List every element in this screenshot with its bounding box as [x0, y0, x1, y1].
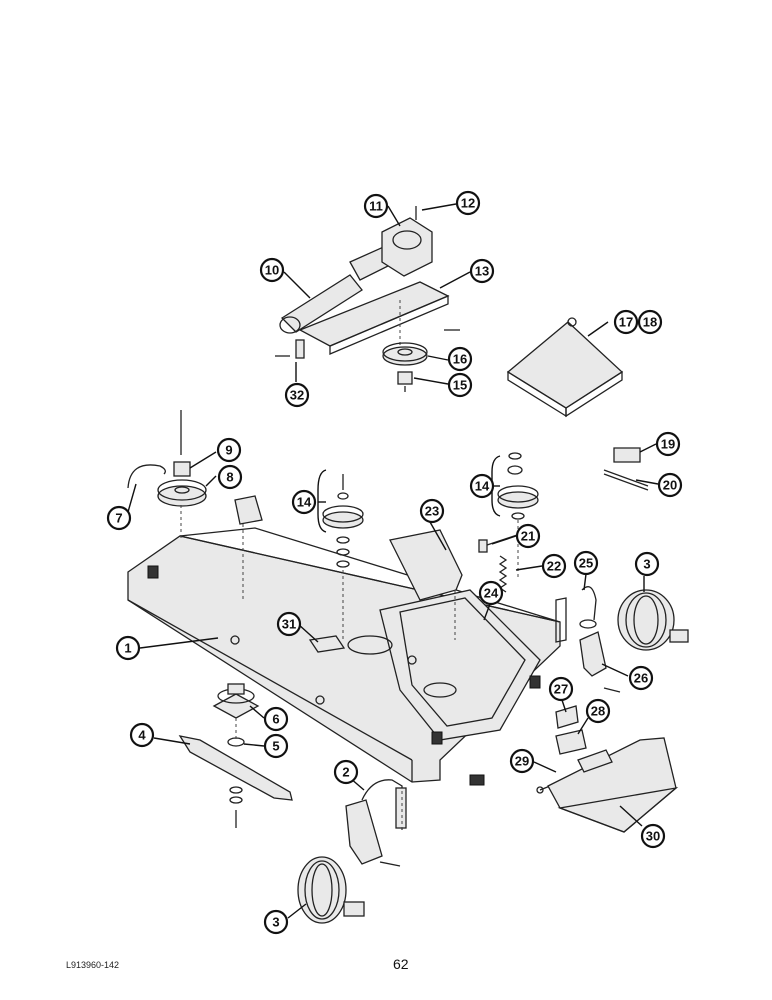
callout-29: 29: [509, 748, 535, 774]
svg-text:14: 14: [475, 479, 490, 494]
svg-text:17: 17: [619, 315, 633, 330]
callout-28: 28: [585, 698, 611, 724]
bracket-plate-31: [308, 635, 346, 653]
svg-text:18: 18: [643, 315, 657, 330]
svg-text:20: 20: [663, 478, 677, 493]
callout-6: 6: [263, 706, 289, 732]
svg-text:12: 12: [461, 196, 475, 211]
leader-lines: [127, 203, 659, 919]
callout-8: 8: [217, 464, 243, 490]
svg-text:29: 29: [515, 754, 529, 769]
svg-text:6: 6: [272, 712, 279, 727]
svg-text:5: 5: [272, 739, 279, 754]
callout-30: 30: [640, 823, 666, 849]
svg-text:24: 24: [484, 586, 499, 601]
callout-14-center: 14: [291, 489, 317, 515]
callout-3-right-wheel: 3: [634, 551, 660, 577]
callout-1: 1: [115, 635, 141, 661]
svg-text:8: 8: [226, 470, 233, 485]
callout-12: 12: [455, 190, 481, 216]
callout-21: 21: [515, 523, 541, 549]
callout-20: 20: [657, 472, 683, 498]
svg-text:15: 15: [453, 378, 467, 393]
svg-text:14: 14: [297, 495, 312, 510]
svg-text:23: 23: [425, 504, 439, 519]
svg-text:9: 9: [225, 443, 232, 458]
svg-text:10: 10: [265, 263, 279, 278]
svg-text:3: 3: [272, 915, 279, 930]
svg-text:4: 4: [138, 728, 146, 743]
callout-32: 32: [284, 382, 310, 408]
bracket-19-20: [603, 447, 649, 491]
callout-10: 10: [259, 257, 285, 283]
callout-16: 16: [447, 346, 473, 372]
svg-text:16: 16: [453, 352, 467, 367]
svg-text:31: 31: [282, 617, 296, 632]
svg-text:7: 7: [115, 511, 122, 526]
callout-23: 23: [419, 498, 445, 524]
svg-text:1: 1: [124, 641, 131, 656]
callout-2: 2: [333, 759, 359, 785]
blade-spindle-assembly: [178, 683, 293, 828]
idler-stack-right: [497, 452, 539, 580]
callout-11: 11: [363, 193, 389, 219]
callout-4: 4: [129, 722, 155, 748]
callout-24: 24: [478, 580, 504, 606]
svg-text:13: 13: [475, 264, 489, 279]
callout-22: 22: [541, 553, 567, 579]
callout-9: 9: [216, 437, 242, 463]
svg-text:22: 22: [547, 559, 561, 574]
gearbox-assembly: [275, 206, 460, 392]
callout-31: 31: [276, 611, 302, 637]
rear-guard-assembly: [536, 705, 679, 833]
svg-text:19: 19: [661, 437, 675, 452]
svg-text:26: 26: [634, 671, 648, 686]
svg-text:30: 30: [646, 829, 660, 844]
idler-stack-center: [322, 474, 364, 640]
callout-19: 19: [655, 431, 681, 457]
mower-deck: [127, 495, 561, 786]
callout-14-right: 14: [469, 473, 495, 499]
svg-text:21: 21: [521, 529, 535, 544]
svg-text:25: 25: [579, 556, 593, 571]
deck-cover-panel: [506, 317, 624, 418]
callout-17: 17: [613, 309, 639, 335]
callout-26: 26: [628, 665, 654, 691]
svg-text:27: 27: [554, 682, 568, 697]
svg-text:32: 32: [290, 388, 304, 403]
callout-5: 5: [263, 733, 289, 759]
callout-27: 27: [548, 676, 574, 702]
callout-15: 15: [447, 372, 473, 398]
callout-18: 18: [637, 309, 663, 335]
page-number: 62: [393, 956, 409, 972]
svg-text:11: 11: [369, 199, 383, 214]
callout-3-front-wheel: 3: [263, 909, 289, 935]
callout-13: 13: [469, 258, 495, 284]
callout-7: 7: [106, 505, 132, 531]
svg-text:28: 28: [591, 704, 605, 719]
front-caster-assembly: [297, 779, 407, 924]
left-idler-assembly: [127, 410, 207, 540]
svg-text:2: 2: [342, 765, 349, 780]
callout-25: 25: [573, 550, 599, 576]
document-code: L913960-142: [66, 960, 120, 970]
svg-text:3: 3: [643, 557, 650, 572]
right-caster-assembly: [555, 586, 689, 693]
